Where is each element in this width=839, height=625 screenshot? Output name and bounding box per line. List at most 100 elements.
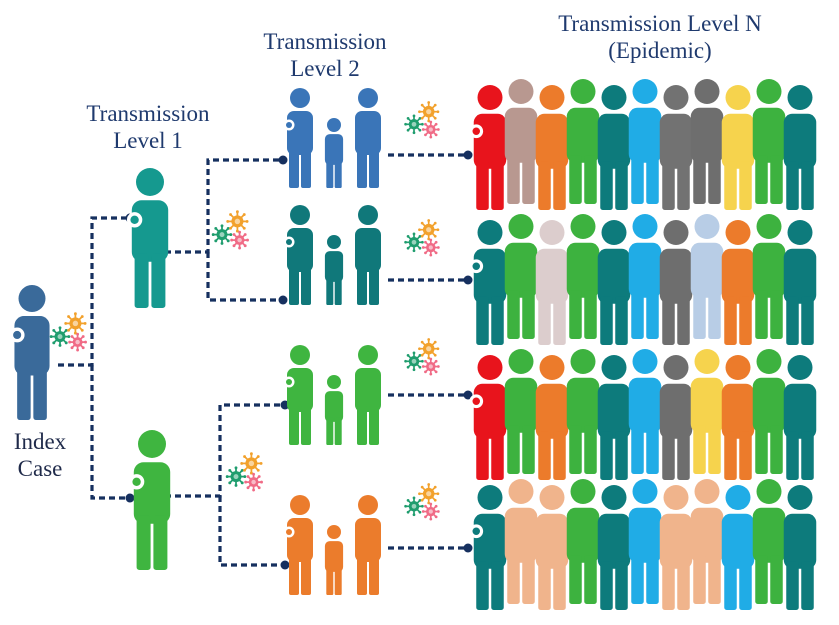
level2-family-teal-child: [324, 235, 344, 305]
crowd-row1-person-10: [752, 79, 786, 204]
level1-figure-bottom: [128, 430, 171, 570]
level2-family-green-child: [324, 375, 344, 445]
crowd-row4-person-4: [566, 479, 600, 604]
crowd-row1-person-2: [504, 79, 538, 204]
crowd-row3-person-7: [659, 355, 693, 480]
crowd-row4-person-1: [469, 485, 507, 610]
virus-icon-blue: [404, 101, 440, 139]
crowd-row2-person-3: [535, 220, 569, 345]
crowd-row4-person-10: [752, 479, 786, 604]
crowd-row3-person-5: [597, 355, 631, 480]
crowd-row3-person-11: [783, 355, 817, 480]
crowd-row3-person-4: [566, 349, 600, 474]
crowd-row2-person-6: [628, 214, 662, 339]
crowd-row3-person-1: [469, 355, 507, 480]
level2-family-blue-adult-2: [355, 88, 381, 188]
crowd-row2-person-10: [752, 214, 786, 339]
connector-l1bottom-to-green: [165, 403, 282, 498]
virus-icon-orange: [404, 483, 440, 521]
crowd-row1-person-7: [659, 85, 693, 210]
crowd-row1-person-6: [628, 79, 662, 204]
connector-dot-crowd-2: [463, 275, 473, 285]
crowd-row2-person-4: [566, 214, 600, 339]
connector-lines: [58, 150, 473, 570]
connector-l1bottom-to-orange: [218, 496, 282, 567]
index-case-figure: [9, 285, 50, 420]
connector-dot-crowd-4: [463, 543, 473, 553]
label-transmission-level-n: Transmission Level N (Epidemic): [500, 10, 820, 64]
crowd-row2-person-11: [783, 220, 817, 345]
crowd-row4-person-7: [659, 485, 693, 610]
connector-l1top-to-blue: [165, 158, 280, 254]
label-levelN-line2: (Epidemic): [608, 38, 712, 63]
crowd-row2-person-7: [659, 220, 693, 345]
level2-family-blue: [283, 88, 381, 188]
crowd-row4-person-8: [690, 479, 724, 604]
level2-family-green: [283, 345, 381, 445]
crowd-row3-person-9: [721, 355, 755, 480]
level2-family-blue-child: [324, 118, 344, 188]
label-level2-line2: Level 2: [290, 56, 360, 81]
crowd-row3-person-6: [628, 349, 662, 474]
label-index-case: Index Case: [4, 428, 76, 482]
label-level2-line1: Transmission: [263, 29, 387, 54]
label-transmission-level-1: Transmission Level 1: [58, 100, 238, 154]
label-levelN-line1: Transmission Level N: [558, 11, 762, 36]
level2-family-orange-adult-2: [355, 495, 381, 595]
crowd-row1-person-1: [469, 85, 507, 210]
connector-dot-crowd-3: [463, 390, 473, 400]
crowd-row3-person-3: [535, 355, 569, 480]
level2-family-orange-adult-1: [283, 495, 313, 595]
crowd-row4-person-11: [783, 485, 817, 610]
crowd-row2-person-1: [469, 220, 507, 345]
crowd-row4-person-9: [721, 485, 755, 610]
connector-dot-teal: [278, 295, 288, 305]
virus-icons: [49, 101, 440, 521]
crowd-row1-person-11: [783, 85, 817, 210]
crowd-row3-person-2: [504, 349, 538, 474]
connector-index-to-l1-bottom: [90, 365, 128, 500]
label-level1-line2: Level 1: [113, 128, 183, 153]
level2-family-teal-adult-2: [355, 205, 381, 305]
virus-icon-l1-top: [211, 210, 249, 250]
crowd-row4-person-2: [504, 479, 538, 604]
level2-family-blue-adult-1: [283, 88, 313, 188]
people-figures: [9, 79, 817, 610]
crowd-row1-person-8: [690, 79, 724, 204]
crowd-row1-person-9: [721, 85, 755, 210]
level2-family-orange-child: [324, 525, 344, 595]
virus-icon-l1-bottom: [225, 452, 263, 492]
crowd-row4-person-3: [535, 485, 569, 610]
connector-dot-orange: [280, 560, 290, 570]
crowd-row2-person-5: [597, 220, 631, 345]
level2-family-green-adult-2: [355, 345, 381, 445]
label-transmission-level-2: Transmission Level 2: [230, 28, 420, 82]
crowd-row2-person-9: [721, 220, 755, 345]
crowd-row1-person-4: [566, 79, 600, 204]
virus-icon-index: [49, 312, 87, 352]
connector-dot-crowd-1: [463, 150, 473, 160]
label-index-line1: Index: [13, 429, 67, 454]
connector-dot-l1-bottom: [125, 493, 135, 503]
connector-dot-blue: [278, 155, 288, 165]
crowd-row3-person-10: [752, 349, 786, 474]
connector-index-to-l1-top: [58, 216, 128, 367]
crowd-row4-person-5: [597, 485, 631, 610]
virus-icon-green: [404, 338, 440, 376]
level1-figure-top: [126, 168, 169, 308]
crowd-row1-person-5: [597, 85, 631, 210]
level2-family-teal: [283, 205, 381, 305]
level2-family-teal-adult-1: [283, 205, 313, 305]
crowd-row3-person-8: [690, 349, 724, 474]
label-level1-line1: Transmission: [86, 101, 210, 126]
crowd-row4-person-6: [628, 479, 662, 604]
level2-family-green-adult-1: [283, 345, 313, 445]
level2-family-orange: [283, 495, 381, 595]
crowd-row2-person-8: [690, 214, 724, 339]
crowd-row1-person-3: [535, 85, 569, 210]
connector-l1top-to-teal: [206, 252, 280, 302]
virus-icon-teal: [404, 219, 440, 257]
crowd-row2-person-2: [504, 214, 538, 339]
label-index-line2: Case: [17, 456, 63, 481]
